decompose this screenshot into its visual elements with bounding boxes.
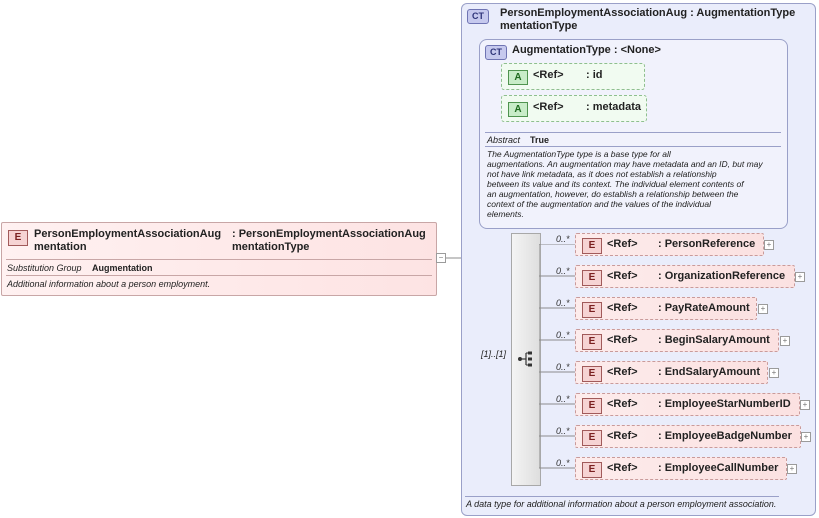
expand-icon[interactable]: + bbox=[787, 464, 797, 474]
attribute-name: : id bbox=[586, 69, 603, 81]
element-employee-badge-number[interactable]: E <Ref> : EmployeeBadgeNumber bbox=[575, 425, 801, 448]
main-element-box[interactable]: E PersonEmploymentAssociationAug mentati… bbox=[1, 222, 437, 296]
description-line: between its value and its context. The i… bbox=[487, 179, 744, 189]
element-badge: E bbox=[8, 230, 28, 246]
divider bbox=[485, 146, 781, 147]
attribute-name: : metadata bbox=[586, 101, 642, 113]
element-ref: <Ref> bbox=[607, 430, 638, 442]
attribute-badge: A bbox=[508, 70, 528, 85]
element-name: : PayRateAmount bbox=[658, 302, 750, 314]
element-badge: E bbox=[582, 430, 602, 446]
element-badge: E bbox=[582, 302, 602, 318]
element-badge: E bbox=[582, 238, 602, 254]
divider bbox=[485, 132, 781, 133]
element-name: : BeginSalaryAmount bbox=[658, 334, 770, 346]
attribute-metadata[interactable]: A <Ref> : metadata bbox=[501, 95, 647, 122]
element-badge: E bbox=[582, 366, 602, 382]
description-line: augmentations. An augmentation may have … bbox=[487, 159, 763, 169]
expand-icon[interactable]: + bbox=[800, 400, 810, 410]
augmentation-type-description: The AugmentationType type is a base type… bbox=[487, 149, 785, 219]
element-badge: E bbox=[582, 462, 602, 478]
expand-icon[interactable]: + bbox=[795, 272, 805, 282]
element-badge: E bbox=[582, 334, 602, 350]
abstract-value: True bbox=[530, 135, 550, 145]
element-description: Additional information about a person em… bbox=[7, 279, 211, 289]
element-ref: <Ref> bbox=[607, 270, 638, 282]
element-ref: <Ref> bbox=[607, 334, 638, 346]
augmentation-type-badge: CT bbox=[485, 45, 507, 60]
element-name: : PersonReference bbox=[658, 238, 756, 250]
occurrence-label: 0..* bbox=[556, 394, 570, 404]
substitution-value: Augmentation bbox=[92, 263, 153, 273]
element-employee-star-number-id[interactable]: E <Ref> : EmployeeStarNumberID bbox=[575, 393, 800, 416]
sequence-icon bbox=[518, 351, 532, 367]
attribute-id[interactable]: A <Ref> : id bbox=[501, 63, 645, 90]
occurrence-label: 0..* bbox=[556, 458, 570, 468]
element-ref: <Ref> bbox=[607, 366, 638, 378]
complex-type-name: PersonEmploymentAssociationAug : Augment… bbox=[500, 7, 796, 19]
complex-type-name-continued: mentationType bbox=[500, 20, 578, 32]
complex-type-badge: CT bbox=[467, 9, 489, 24]
augmentation-type-title: AugmentationType : <None> bbox=[512, 44, 661, 56]
divider bbox=[465, 496, 779, 497]
element-person-reference[interactable]: E <Ref> : PersonReference bbox=[575, 233, 764, 256]
occurrence-label: 0..* bbox=[556, 298, 570, 308]
expand-icon[interactable]: + bbox=[769, 368, 779, 378]
description-line: an augmentation, however, do establish a… bbox=[487, 189, 739, 199]
element-name: : EmployeeBadgeNumber bbox=[658, 430, 792, 442]
element-name: : OrganizationReference bbox=[658, 270, 786, 282]
expand-icon[interactable]: + bbox=[780, 336, 790, 346]
attribute-ref: <Ref> bbox=[533, 69, 564, 81]
element-organization-reference[interactable]: E <Ref> : OrganizationReference bbox=[575, 265, 795, 288]
occurrence-label: 0..* bbox=[556, 330, 570, 340]
element-begin-salary-amount[interactable]: E <Ref> : BeginSalaryAmount bbox=[575, 329, 779, 352]
complex-type-description: A data type for additional information a… bbox=[466, 499, 777, 509]
element-end-salary-amount[interactable]: E <Ref> : EndSalaryAmount bbox=[575, 361, 768, 384]
element-ref: <Ref> bbox=[607, 398, 638, 410]
expand-icon[interactable]: + bbox=[764, 240, 774, 250]
occurrence-label: 0..* bbox=[556, 266, 570, 276]
divider bbox=[6, 259, 432, 260]
element-type: : PersonEmploymentAssociationAug mentati… bbox=[232, 228, 426, 253]
substitution-label: Substitution Group bbox=[7, 263, 82, 273]
element-ref: <Ref> bbox=[607, 462, 638, 474]
expand-icon[interactable]: + bbox=[801, 432, 811, 442]
sequence-occurrence: [1]..[1] bbox=[481, 349, 507, 359]
expand-icon[interactable]: + bbox=[758, 304, 768, 314]
description-line: not have link metadata, as it does not e… bbox=[487, 169, 717, 179]
element-badge: E bbox=[582, 398, 602, 414]
attribute-badge: A bbox=[508, 102, 528, 117]
element-name: PersonEmploymentAssociationAug mentation bbox=[34, 228, 222, 253]
element-name: : EndSalaryAmount bbox=[658, 366, 761, 378]
element-name: : EmployeeStarNumberID bbox=[658, 398, 791, 410]
element-name: : EmployeeCallNumber bbox=[658, 462, 779, 474]
element-employee-call-number[interactable]: E <Ref> : EmployeeCallNumber bbox=[575, 457, 787, 480]
abstract-label: Abstract bbox=[487, 135, 521, 145]
description-line: context of the augmentation and the valu… bbox=[487, 199, 711, 209]
element-ref: <Ref> bbox=[607, 238, 638, 250]
occurrence-label: 0..* bbox=[556, 362, 570, 372]
element-ref: <Ref> bbox=[607, 302, 638, 314]
description-line: elements. bbox=[487, 209, 524, 219]
attribute-ref: <Ref> bbox=[533, 101, 564, 113]
collapse-toggle[interactable]: − bbox=[436, 253, 446, 263]
element-badge: E bbox=[582, 270, 602, 286]
occurrence-label: 0..* bbox=[556, 234, 570, 244]
element-pay-rate-amount[interactable]: E <Ref> : PayRateAmount bbox=[575, 297, 757, 320]
sequence-branch-lines bbox=[539, 244, 575, 469]
divider bbox=[6, 275, 432, 276]
description-line: The AugmentationType type is a base type… bbox=[487, 149, 671, 159]
occurrence-label: 0..* bbox=[556, 426, 570, 436]
